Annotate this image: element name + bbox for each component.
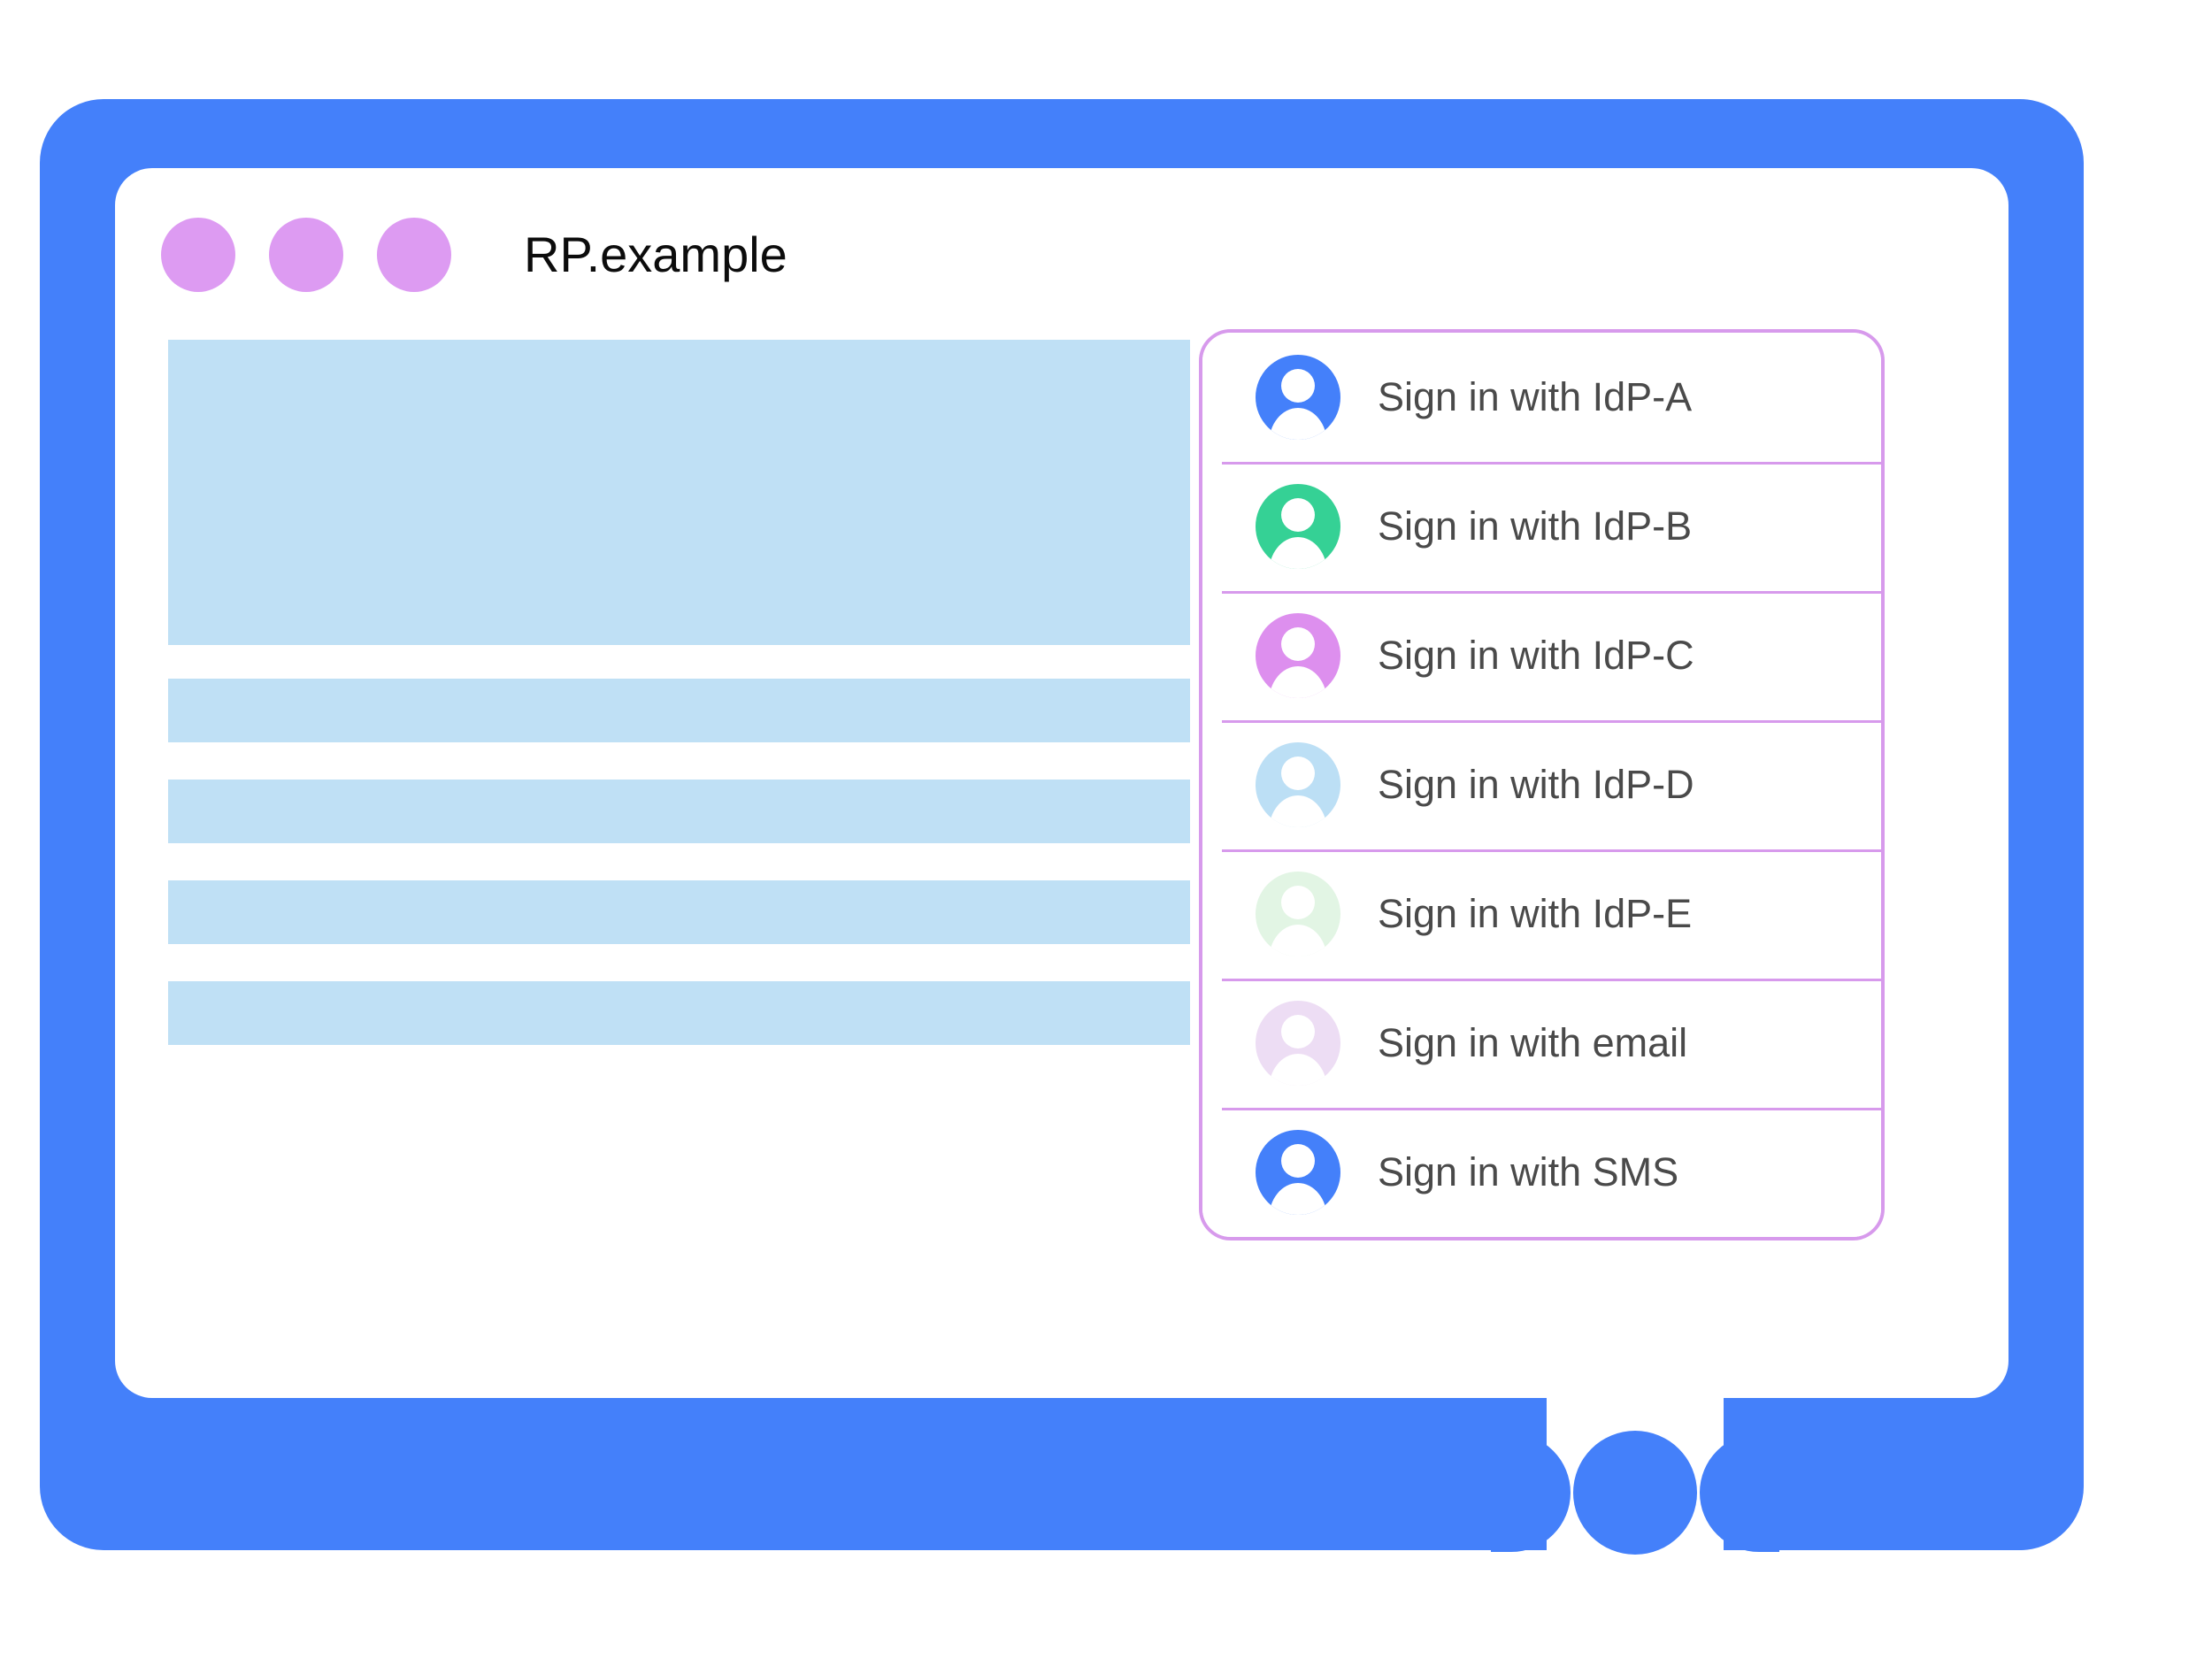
signin-option-row[interactable]: Sign in with email: [1202, 979, 1881, 1108]
signin-option-label: Sign in with email: [1378, 1020, 1688, 1065]
spacer: [168, 645, 1190, 679]
signin-option-label: Sign in with SMS: [1378, 1149, 1679, 1194]
signin-option-label: Sign in with IdP-B: [1378, 503, 1693, 549]
signin-option-row[interactable]: Sign in with IdP-C: [1202, 591, 1881, 720]
account-chooser-popup: Sign in with IdP-A Sign in with IdP-B Sign…: [1199, 329, 1885, 1240]
avatar-icon: [1256, 872, 1340, 956]
signin-option-row[interactable]: Sign in with SMS: [1202, 1108, 1881, 1237]
placeholder-text-bar-4: [168, 981, 1190, 1045]
avatar-icon: [1256, 1001, 1340, 1086]
placeholder-text-bar-2: [168, 780, 1190, 843]
avatar-body-shape: [1269, 408, 1327, 440]
avatar-head-shape: [1281, 1144, 1315, 1178]
spacer: [168, 742, 1190, 780]
avatar-body-shape: [1269, 925, 1327, 956]
home-button[interactable]: [1573, 1431, 1697, 1555]
avatar-icon: [1256, 613, 1340, 698]
avatar-body-shape: [1269, 537, 1327, 569]
window-dot-close-icon[interactable]: [161, 217, 235, 292]
avatar-body-shape: [1269, 1054, 1327, 1086]
avatar-head-shape: [1281, 757, 1315, 790]
page-title: RP.example: [524, 227, 787, 282]
placeholder-text-bar-1: [168, 679, 1190, 742]
signin-option-label: Sign in with IdP-D: [1378, 762, 1694, 807]
window-dot-maximize-icon[interactable]: [377, 217, 451, 292]
avatar-icon: [1256, 1130, 1340, 1215]
signin-option-row[interactable]: Sign in with IdP-B: [1202, 462, 1881, 591]
signin-option-row[interactable]: Sign in with IdP-A: [1202, 333, 1881, 462]
avatar-icon: [1256, 742, 1340, 827]
placeholder-hero-block: [168, 340, 1190, 645]
signin-option-label: Sign in with IdP-C: [1378, 633, 1694, 678]
spacer: [168, 843, 1190, 880]
signin-option-row[interactable]: Sign in with IdP-D: [1202, 720, 1881, 849]
avatar-body-shape: [1269, 1183, 1327, 1215]
avatar-body-shape: [1269, 666, 1327, 698]
avatar-head-shape: [1281, 1015, 1315, 1048]
spacer: [168, 944, 1190, 981]
signin-option-label: Sign in with IdP-E: [1378, 891, 1693, 936]
window-dot-minimize-icon[interactable]: [269, 217, 343, 292]
avatar-icon: [1256, 355, 1340, 440]
avatar-head-shape: [1281, 886, 1315, 919]
avatar-head-shape: [1281, 369, 1315, 403]
window-controls: [161, 217, 451, 292]
placeholder-text-bar-3: [168, 880, 1190, 944]
signin-option-row[interactable]: Sign in with IdP-E: [1202, 849, 1881, 979]
avatar-icon: [1256, 484, 1340, 569]
browser-titlebar: RP.example: [115, 168, 2008, 341]
avatar-head-shape: [1281, 627, 1315, 661]
avatar-head-shape: [1281, 498, 1315, 532]
signin-option-label: Sign in with IdP-A: [1378, 374, 1693, 419]
avatar-body-shape: [1269, 795, 1327, 827]
page-content-placeholders: [168, 340, 1190, 1045]
